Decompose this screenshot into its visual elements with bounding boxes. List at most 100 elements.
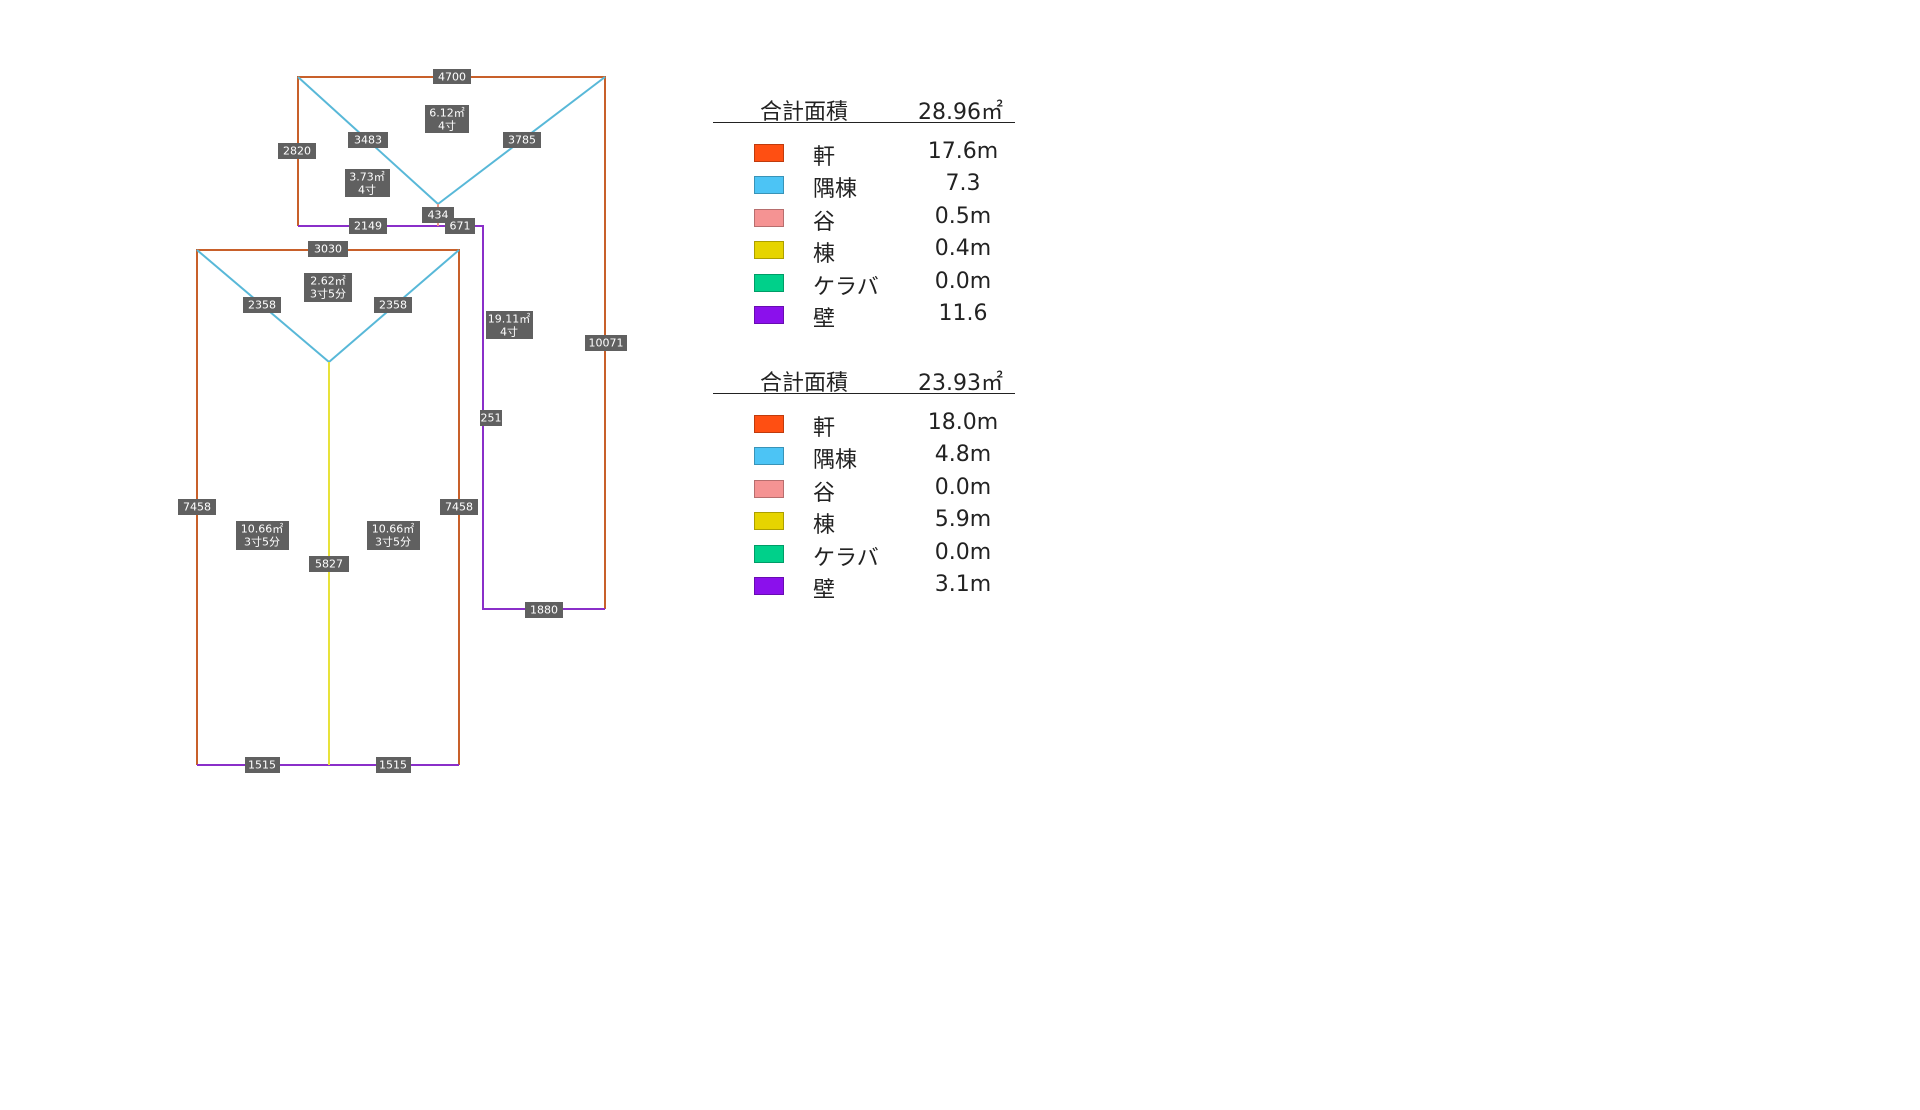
dim-label: 671 — [445, 218, 475, 234]
total-area-label: 合計面積 — [760, 100, 849, 125]
svg-text:251: 251 — [481, 412, 502, 425]
svg-text:3.73㎡: 3.73㎡ — [349, 171, 385, 184]
svg-text:10.66㎡: 10.66㎡ — [372, 523, 415, 536]
legend-row-eave: 軒 17.6m — [713, 137, 1015, 170]
svg-text:434: 434 — [428, 209, 449, 222]
total-area-label: 合計面積 — [760, 371, 849, 396]
svg-text:1880: 1880 — [530, 604, 558, 617]
valley-swatch — [754, 208, 784, 227]
top-roof-outline — [297, 76, 606, 610]
svg-text:10071: 10071 — [589, 337, 624, 350]
dim-label: 1515 — [245, 757, 280, 773]
valley-swatch — [754, 479, 784, 498]
svg-text:3030: 3030 — [314, 243, 342, 256]
legend-label: 壁 — [813, 577, 836, 603]
dim-label: 2358 — [374, 297, 412, 313]
legend-label: ケラバ — [813, 274, 879, 300]
svg-text:1515: 1515 — [379, 759, 407, 772]
dim-label: 3030 — [308, 241, 348, 257]
dim-label: 1880 — [525, 602, 563, 618]
svg-text:5827: 5827 — [315, 558, 343, 571]
legend-value: 5.9m — [934, 507, 992, 533]
svg-text:7458: 7458 — [183, 501, 211, 514]
dim-label: 5827 — [309, 556, 349, 572]
svg-text:7458: 7458 — [445, 501, 473, 514]
svg-text:671: 671 — [450, 220, 471, 233]
legend-value: 7.3 — [945, 171, 981, 197]
legend-value: 0.0m — [934, 268, 992, 294]
total-area-value: 23.93㎡ — [918, 371, 1003, 396]
legend-label: 棟 — [813, 242, 836, 268]
legend-value: 0.0m — [934, 474, 992, 500]
dim-label: 4700 — [433, 69, 471, 84]
legend-row-gable: ケラバ 0.0m — [713, 267, 1015, 300]
wall-swatch — [754, 305, 784, 324]
legend-value: 0.5m — [934, 203, 992, 229]
top-eave-lines — [297, 76, 606, 609]
svg-text:6.12㎡: 6.12㎡ — [429, 107, 465, 120]
gable-swatch — [754, 273, 784, 292]
legend-value: 18.0m — [927, 410, 999, 435]
svg-text:2358: 2358 — [248, 299, 276, 312]
dim-label: 3785 — [503, 132, 541, 148]
hip-swatch — [754, 447, 784, 466]
legend-row-valley: 谷 0.0m — [713, 473, 1015, 506]
ridge-swatch — [754, 241, 784, 260]
dim-label: 1515 — [376, 757, 411, 773]
legend-header: 合計面積 28.96㎡ — [713, 90, 1015, 125]
svg-text:2820: 2820 — [283, 145, 311, 158]
svg-text:3785: 3785 — [508, 134, 536, 147]
svg-text:4寸: 4寸 — [358, 183, 376, 197]
dim-label: 7458 — [178, 499, 216, 515]
svg-text:3483: 3483 — [354, 134, 382, 147]
svg-text:4寸: 4寸 — [500, 325, 518, 339]
legend-row-eave: 軒 18.0m — [713, 408, 1015, 441]
svg-text:1515: 1515 — [248, 759, 276, 772]
legend-label: 軒 — [813, 145, 836, 170]
gable-swatch — [754, 544, 784, 563]
total-area-value: 28.96㎡ — [918, 100, 1003, 125]
svg-text:4700: 4700 — [438, 71, 466, 84]
legend-row-gable: ケラバ 0.0m — [713, 538, 1015, 571]
eave-swatch — [754, 415, 784, 433]
svg-text:3寸5分: 3寸5分 — [244, 535, 280, 549]
svg-text:3寸5分: 3寸5分 — [375, 535, 411, 549]
legend-value: 3.1m — [934, 571, 992, 597]
dim-label: 2820 — [278, 143, 316, 159]
eave-swatch — [754, 144, 784, 162]
svg-text:3寸5分: 3寸5分 — [310, 287, 346, 301]
legend-label: 谷 — [813, 480, 836, 506]
bottom-roof-outline — [196, 249, 460, 766]
ridge-swatch — [754, 512, 784, 531]
legend-value: 0.0m — [934, 539, 992, 565]
legend-label: 隅棟 — [813, 448, 858, 474]
dim-label: 3483 — [348, 132, 388, 148]
legend-label: 軒 — [813, 416, 836, 441]
legend-value: 17.6m — [927, 139, 999, 164]
svg-text:2.62㎡: 2.62㎡ — [310, 275, 346, 288]
legend-label: ケラバ — [813, 545, 879, 571]
legend-label: 隅棟 — [813, 177, 858, 203]
svg-text:2149: 2149 — [354, 220, 382, 233]
svg-text:19.11㎡: 19.11㎡ — [488, 313, 531, 326]
legend-row-wall: 壁 3.1m — [713, 570, 1015, 603]
hip-swatch — [754, 176, 784, 195]
svg-text:10.66㎡: 10.66㎡ — [241, 523, 284, 536]
dim-label: 2149 — [349, 218, 387, 234]
svg-text:2358: 2358 — [379, 299, 407, 312]
svg-text:4寸: 4寸 — [438, 119, 456, 133]
legend-value: 11.6 — [938, 300, 988, 326]
dim-label: 10071 — [585, 335, 627, 351]
dim-label: 2358 — [243, 297, 281, 313]
